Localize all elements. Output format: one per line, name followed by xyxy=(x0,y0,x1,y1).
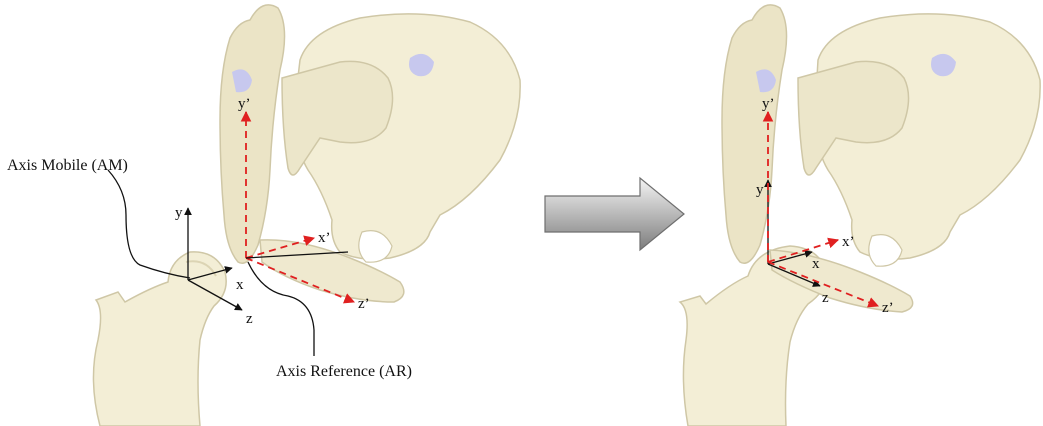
mob-axis-label-x-left: x’ xyxy=(318,230,331,246)
ref-axis-label-y-right: y xyxy=(756,182,764,198)
label-axis-reference: Axis Reference (AR) xyxy=(276,363,412,380)
mob-axis-label-y-left: y’ xyxy=(238,96,251,112)
mob-axis-label-x-right: x’ xyxy=(842,234,855,250)
mob-axis-label-z-right: z’ xyxy=(882,300,894,316)
ref-axis-label-x-left: x xyxy=(236,277,244,293)
ref-axis-label-z-left: z xyxy=(246,311,253,327)
mob-axis-label-z-left: z’ xyxy=(358,296,370,312)
femur-left xyxy=(93,252,226,426)
ref-axis-label-y-left: y xyxy=(175,205,183,221)
left-panel: y x z y’ x’ z’ Axis Mobile (AM) Axis Ref… xyxy=(7,5,520,426)
mob-axis-label-y-right: y’ xyxy=(762,96,775,112)
right-panel: y x z y’ x’ z’ xyxy=(680,5,1040,426)
label-axis-mobile: Axis Mobile (AM) xyxy=(7,157,128,174)
ref-axis-label-z-right: z xyxy=(822,290,829,306)
ref-axis-label-x-right: x xyxy=(812,256,820,272)
right-arrow-icon xyxy=(545,178,684,250)
